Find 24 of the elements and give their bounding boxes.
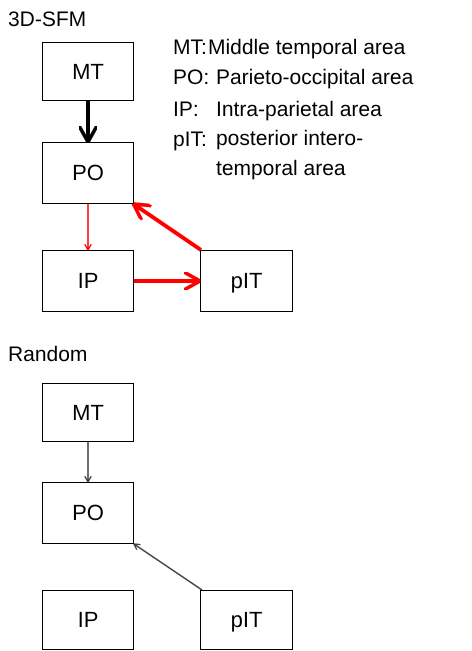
area-box: MT xyxy=(42,383,134,442)
area-box: PO xyxy=(42,142,134,204)
area-box: pIT xyxy=(200,590,293,650)
section-title: 3D-SFM xyxy=(8,8,86,32)
arrow xyxy=(84,204,92,251)
section-title: Random xyxy=(8,343,88,367)
area-box: PO xyxy=(42,482,134,544)
area-box: IP xyxy=(42,250,134,312)
arrow xyxy=(134,270,202,292)
area-definition: Intra-parietal area xyxy=(216,98,382,122)
arrow xyxy=(84,442,92,483)
arrow xyxy=(77,101,99,144)
arrow xyxy=(133,543,202,591)
abbreviation: pIT: xyxy=(173,128,207,152)
area-definition: Parieto-occipital area xyxy=(216,66,414,90)
area-box: pIT xyxy=(200,250,293,312)
area-box: IP xyxy=(42,590,134,650)
abbreviation: MT: xyxy=(173,36,207,60)
area-box: MT xyxy=(42,42,134,101)
area-definition: Middle temporal area xyxy=(208,36,406,60)
area-definition: posterior intero- temporal area xyxy=(216,126,364,182)
abbreviation: IP: xyxy=(173,98,199,122)
arrow xyxy=(132,202,202,252)
abbreviation: PO: xyxy=(173,66,210,90)
